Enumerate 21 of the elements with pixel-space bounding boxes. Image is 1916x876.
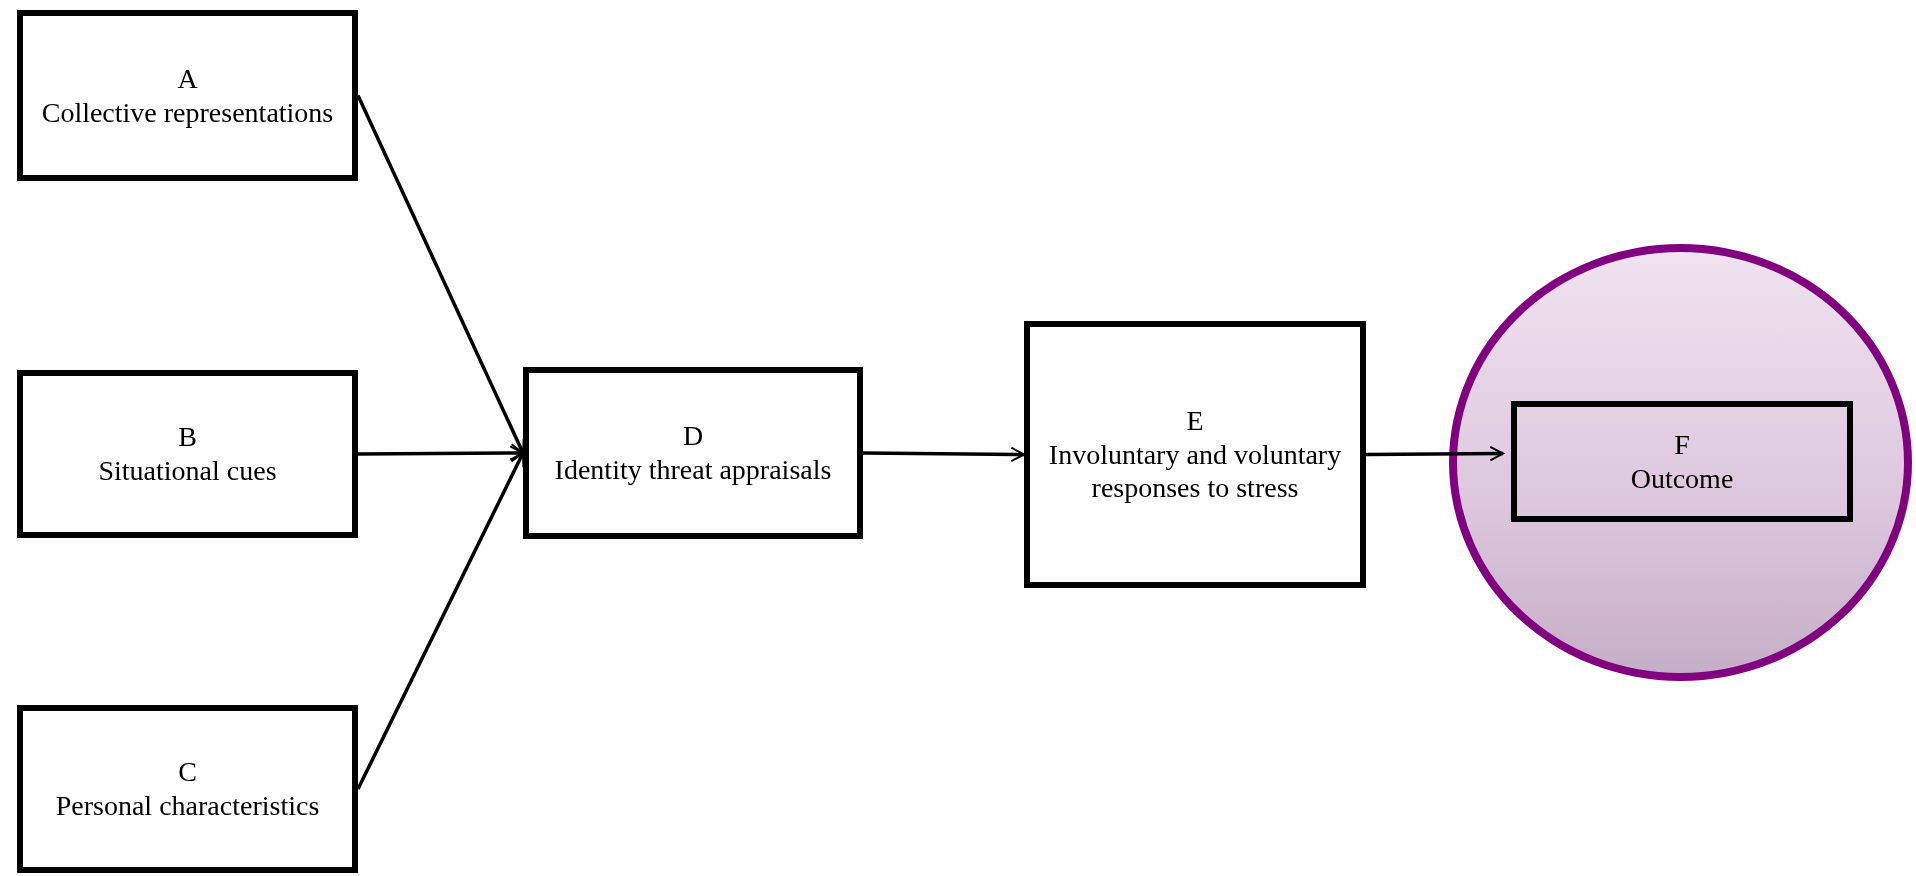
process-box bbox=[1024, 321, 1366, 588]
node-label: Involuntary and voluntary responses to stress bbox=[1047, 437, 1343, 505]
arrow bbox=[1366, 445, 1504, 462]
node-letter: F bbox=[1674, 427, 1690, 462]
node-label: Identity threat appraisals bbox=[554, 453, 832, 487]
process-box bbox=[17, 705, 358, 873]
node-label: Personal characteristics bbox=[55, 789, 320, 823]
node-label: Collective representations bbox=[41, 95, 334, 130]
node-letter: A bbox=[177, 61, 198, 96]
process-box bbox=[17, 10, 358, 181]
process-box bbox=[523, 367, 863, 539]
node-label: Situational cues bbox=[98, 454, 277, 488]
node-letter: B bbox=[178, 420, 197, 454]
node-letter: C bbox=[178, 755, 197, 789]
arrow bbox=[358, 445, 524, 461]
node-letter: D bbox=[682, 419, 704, 453]
node-letter: E bbox=[1186, 404, 1204, 438]
process-box bbox=[17, 370, 358, 538]
node-label: Outcome bbox=[1630, 461, 1734, 496]
arrow bbox=[863, 446, 1025, 463]
process-box bbox=[1511, 401, 1853, 522]
